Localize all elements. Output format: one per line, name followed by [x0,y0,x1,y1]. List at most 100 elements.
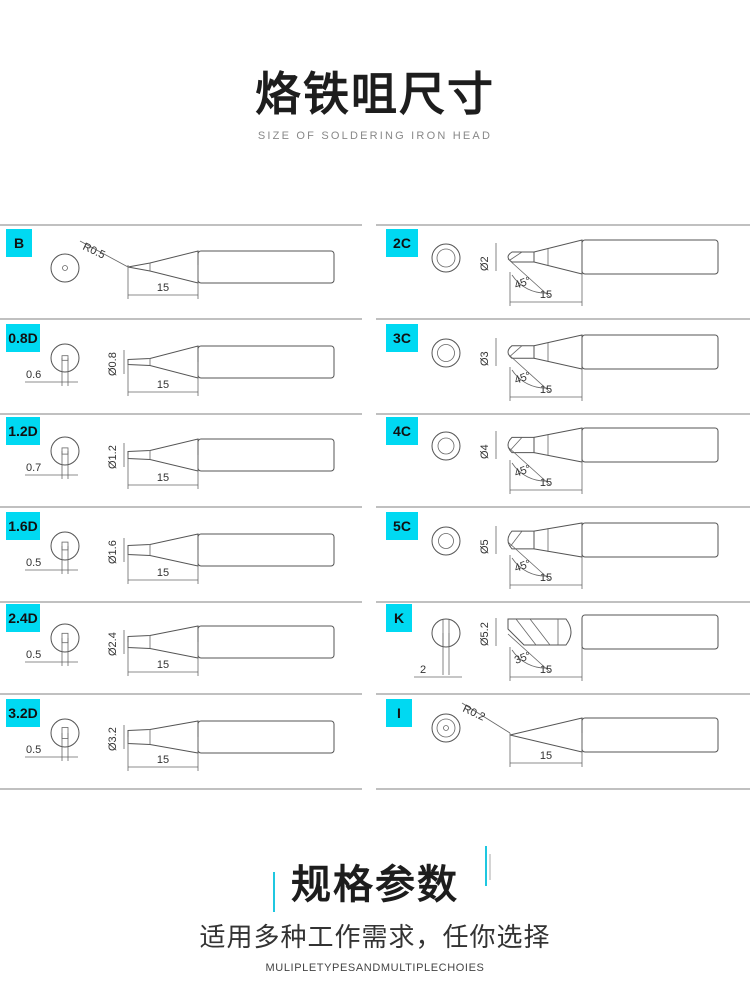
tip-chisel [507,530,535,550]
knife-bevel [529,618,551,646]
tip-tag-bg [6,229,32,257]
tip-row-K: K 2 Ø5.2 35° 15 [386,604,719,681]
end-view-inner [436,718,456,738]
dia-label: Ø1.2 [107,445,119,469]
end-view-outer [50,343,80,373]
thick-label: 2 [420,664,426,676]
chisel-bevel [509,437,523,451]
angle-label: 45° [513,275,533,292]
end-view-outer [50,253,80,283]
tip-tag-label: 0.8D [8,330,38,346]
angle-label: 45° [513,370,533,387]
angle-arc [511,649,549,669]
end-view-outer [431,431,461,461]
length-label: 15 [540,750,552,762]
dia-label: Ø2 [479,256,491,271]
angle-label: 45° [513,558,533,575]
end-view-outer [431,526,461,556]
radius-leader [461,702,511,734]
angle-leader [507,633,551,673]
end-view-inner [438,533,454,549]
thick-label: 0.7 [26,462,41,474]
footer-title: 规格参数 [291,862,459,908]
tip-tag-bg [6,324,40,352]
thick-label: 0.5 [26,744,41,756]
angle-arc [511,462,549,482]
end-view-inner [437,344,455,362]
angle-arc [511,557,549,577]
tip-tag-label: 1.6D [8,518,38,534]
end-view-outer [50,531,80,561]
tip-shank [581,239,719,275]
tip-tag-label: K [394,610,404,626]
angle-arc [511,274,549,294]
tip-tag-bg [6,512,40,540]
tip-tag-bg [386,417,418,445]
tip-row-0.8D: 0.8D 0.6 Ø0.8 15 [6,324,335,396]
end-view-outer [50,436,80,466]
tip-tag-label: 5C [393,518,411,534]
end-view-outer [50,718,80,748]
end-view-outer [50,623,80,653]
length-label: 15 [157,754,169,766]
dia-label: Ø1.6 [107,540,119,564]
tip-tag-label: 3.2D [8,705,38,721]
tip-shank [581,334,719,370]
tip-tag-label: 2.4D [8,610,38,626]
end-view-point [443,725,449,731]
dia-label: Ø5.2 [479,622,491,646]
tip-tag-bg [386,604,412,632]
tip-knife [507,618,572,646]
length-label: 15 [540,384,552,396]
tip-tag-label: 4C [393,423,411,439]
length-label: 15 [157,379,169,391]
tip-tag-label: 3C [393,330,411,346]
angle-leader [507,446,551,486]
angle-label: 35° [513,650,533,667]
tip-tag-bg [6,699,40,727]
chisel-bevel [509,345,523,357]
angle-label: 45° [513,463,533,480]
end-view-outer [431,243,461,273]
angle-leader [507,541,551,581]
tip-tag-label: 1.2D [8,423,38,439]
tip-chisel [507,251,535,263]
knife-bevel [515,618,537,646]
length-label: 15 [157,659,169,671]
length-label: 15 [157,282,169,294]
tip-tag-bg [386,229,418,257]
dia-label: Ø3 [479,351,491,366]
tip-tag-bg [6,604,40,632]
thick-label: 0.6 [26,369,41,381]
tip-shank [581,427,719,463]
radius-leader [79,240,129,268]
length-label: 15 [540,477,552,489]
tip-shank [581,614,719,650]
chisel-bevel [509,251,523,261]
length-label: 15 [157,567,169,579]
angle-leader [507,258,551,298]
end-view-inner [436,248,456,268]
dia-label: Ø3.2 [107,727,119,751]
page-subtitle: SIZE OF SOLDERING IRON HEAD [257,130,493,142]
dia-label: Ø0.8 [107,352,119,376]
tip-tag-bg [6,417,40,445]
footer-english: MULIPLETYPESANDMULTIPLECHOIES [265,962,485,974]
tip-shank [581,522,719,558]
tip-tag-label: 2C [393,235,411,251]
angle-arc [511,369,549,389]
tip-tag-bg [386,512,418,540]
end-view-inner [437,437,455,455]
tip-tag-label: B [14,235,24,251]
tip-tag-label: I [397,705,401,721]
end-view-outer [431,618,461,648]
length-label: 15 [540,664,552,676]
page-title: 烙铁咀尺寸 [255,67,495,121]
